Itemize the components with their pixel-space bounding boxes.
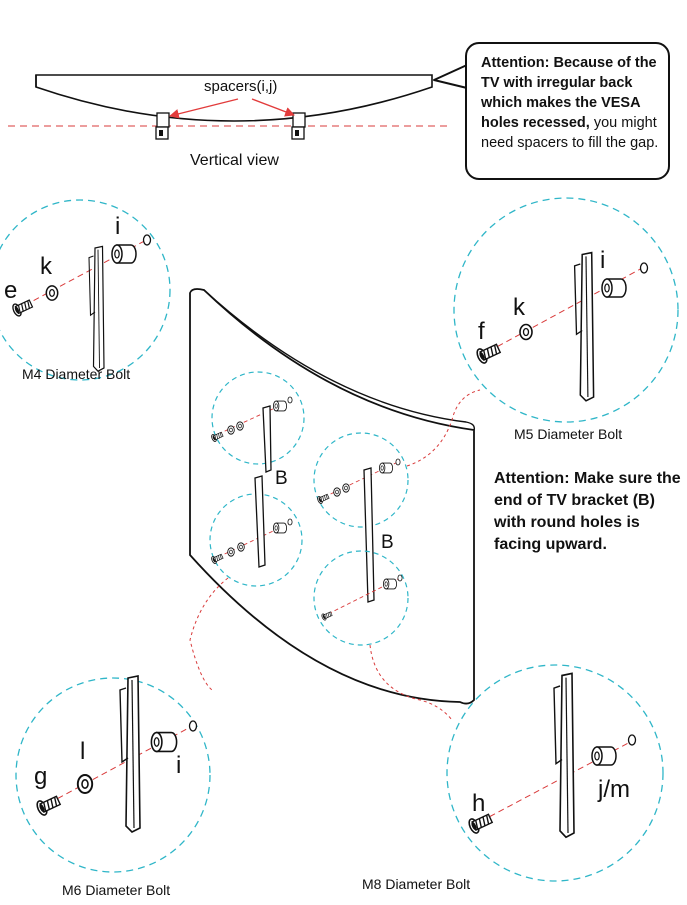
attention-bracket-orientation: Attention: Make sure the end of TV brack… [494,470,681,553]
bracket-label-right: B [381,532,394,553]
m5-spacer-letter: i [600,247,606,274]
m4-spacer-letter: i [115,213,121,240]
vertical-view-drawing [8,74,452,140]
m6-washer-letter: l [80,738,86,765]
m4-bolt-letter: e [4,277,18,304]
spacers-label: spacers(i,j) [204,78,278,95]
m8-caption: M8 Diameter Bolt [362,876,471,892]
m8-bolt-letter: h [472,790,486,817]
m6-bolt-letter: g [34,763,48,790]
m5-caption: M5 Diameter Bolt [514,426,623,442]
panel-circle-upper-right [313,432,409,603]
m5-bolt-letter: f [478,318,485,345]
vertical-view-label: Vertical view [190,152,279,169]
tv-back-panel [189,288,476,705]
m5-washer-letter: k [513,294,525,321]
callout-pointer [433,64,468,89]
bracket-label-left: B [275,468,288,489]
m6-spacer-letter: i [176,752,182,779]
detail-m8 [446,664,664,882]
attention-callout: Attention: Because of the TV with irregu… [465,42,670,180]
detail-m4 [0,199,171,381]
callout-bold-text: Attention: Because of the TV with irregu… [481,55,657,131]
m6-caption: M6 Diameter Bolt [62,882,171,898]
m8-spacer-letter: j/m [598,776,630,803]
callout-normal-text: you might need spacers to fill the gap. [481,115,659,151]
m4-washer-letter: k [40,253,52,280]
m4-caption: M4 Diameter Bolt [22,366,131,382]
panel-circle-upper-left [210,371,305,473]
panel-circle-lower-left [209,475,303,587]
leader-lines [189,389,481,721]
detail-m6 [15,675,211,873]
panel-circle-lower-right [313,550,409,646]
detail-m5 [453,197,679,423]
